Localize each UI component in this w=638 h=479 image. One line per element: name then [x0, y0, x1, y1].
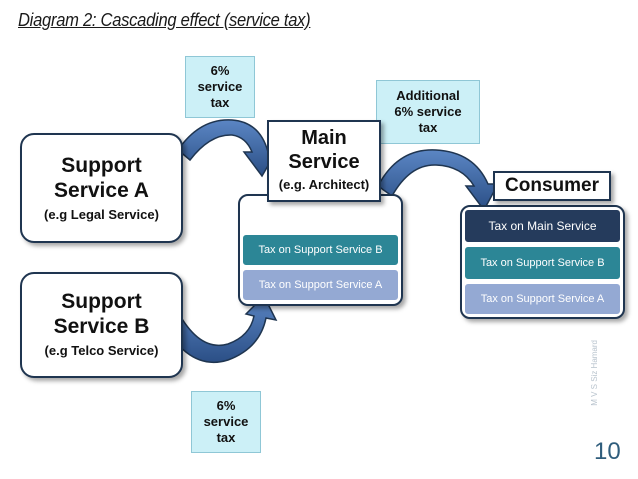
arrow-main-to-consumer	[377, 149, 500, 212]
tax-additional-line2: 6% service	[394, 104, 462, 119]
footnote-text: M V S Siz Hamard	[590, 340, 599, 406]
main-service-stack: Tax on Support Service B Tax on Support …	[238, 194, 403, 306]
tax-additional-line3: tax	[418, 120, 438, 135]
consumer-layer-main-service: Tax on Main Service	[464, 209, 621, 243]
tax-box-bottom: 6% service tax	[191, 391, 261, 453]
main-service-sub: (e.g. Architect)	[278, 177, 370, 192]
tax-bottom-line1: 6%	[216, 398, 236, 413]
tax-top-line3: tax	[210, 95, 230, 110]
support-service-a-box: Support Service A (e.g Legal Service)	[20, 133, 183, 243]
diagram-title: Diagram 2: Cascading effect (service tax…	[18, 10, 311, 30]
consumer-box: Consumer	[493, 171, 611, 201]
support-b-line2: Service B	[53, 315, 150, 338]
consumer-layer-support-a: Tax on Support Service A	[464, 283, 621, 315]
support-a-line2: Service A	[54, 179, 149, 202]
arrow-support-a-to-main	[176, 119, 278, 178]
main-service-line2: Service	[288, 151, 360, 173]
support-a-line1: Support	[61, 154, 142, 177]
tax-additional-line1: Additional	[396, 88, 460, 103]
tax-bottom-line3: tax	[216, 430, 236, 445]
tax-bottom-line2: service	[203, 414, 249, 429]
support-a-sub: (e.g Legal Service)	[44, 207, 159, 222]
consumer-layer-support-b: Tax on Support Service B	[464, 246, 621, 280]
tax-box-additional: Additional 6% service tax	[376, 80, 480, 144]
main-service-line1: Main	[301, 127, 347, 149]
tax-top-line1: 6%	[210, 63, 230, 78]
support-b-sub: (e.g Telco Service)	[44, 343, 159, 358]
main-stack-layer-support-a: Tax on Support Service A	[242, 269, 399, 301]
support-service-b-box: Support Service B (e.g Telco Service)	[20, 272, 183, 378]
page-number: 10	[594, 438, 621, 465]
tax-top-line2: service	[197, 79, 243, 94]
main-service-box: Main Service (e.g. Architect)	[267, 120, 381, 202]
main-stack-layer-support-b: Tax on Support Service B	[242, 234, 399, 266]
consumer-stack: Tax on Main Service Tax on Support Servi…	[460, 205, 625, 319]
support-b-line1: Support	[61, 290, 142, 313]
tax-box-top: 6% service tax	[185, 56, 255, 118]
